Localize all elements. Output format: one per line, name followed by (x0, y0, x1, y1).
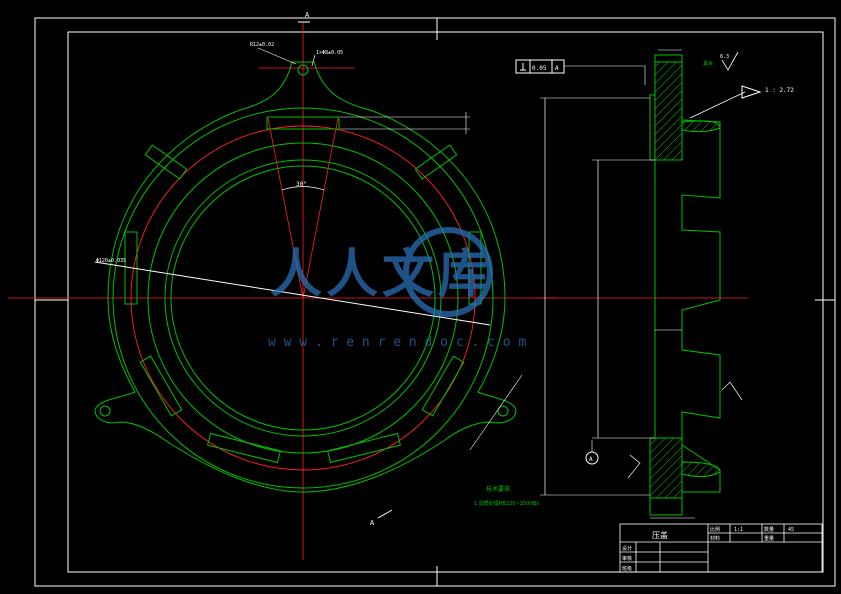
hatch-top (654, 61, 683, 161)
taper-ratio: 1 : 2.72 (765, 87, 794, 94)
tb-scale-value: 1:1 (734, 527, 743, 533)
slot-lower-right (421, 355, 465, 417)
slot-bottom-right (327, 432, 401, 464)
circle-inner-a (164, 159, 442, 437)
lug-hole-right (497, 405, 509, 417)
lug-dim-1: R12±0.02 (250, 42, 274, 48)
section-marker-top: A (305, 11, 310, 19)
surface-mark-right (721, 381, 743, 401)
tolerance-leader (564, 65, 646, 85)
tech-req-title: 技术要求 (486, 485, 510, 493)
sector-line-left (267, 117, 304, 299)
flatness-tolerance-frame: 0.05 A (515, 59, 646, 85)
surface-finish-value: 6.3 (720, 54, 729, 60)
tb-scale-label: 比例 (710, 526, 720, 533)
lug-hole-left (99, 405, 111, 417)
tb-count-label: 数量 (764, 526, 774, 533)
tb-row-label-2: 班级 (622, 565, 632, 572)
title-block (619, 523, 823, 573)
watermark: 人人文库 w w w . r e n r e n d o c . c o m (268, 227, 526, 350)
sector-line-right (302, 117, 339, 299)
circle-outer (112, 107, 494, 489)
slot-group (124, 116, 482, 464)
sheet-outer-border (34, 17, 836, 587)
tol-datum-cell (551, 59, 565, 74)
circle-inner-b (170, 165, 436, 431)
datum-circle-label: A (589, 456, 593, 463)
lug-hole-top (297, 64, 309, 76)
slot-left (124, 231, 138, 305)
taper-leader (689, 91, 746, 119)
taper-arrow-icon (741, 85, 762, 99)
tb-material-label: 材料 (710, 535, 720, 542)
watermark-logo-ring (403, 227, 493, 317)
diameter-dimension-line (94, 261, 491, 326)
diameter-dimension-text: Φ120±0.035 (96, 258, 126, 264)
title-block-frame (619, 523, 823, 573)
bolt-circle (130, 125, 476, 471)
section-marker-bottom: A (370, 519, 375, 527)
surface-mark-bottom (627, 454, 641, 479)
front-view: 30° Φ120±0.035 R12±0.02 1×Φ8±0.05 A A (8, 11, 555, 560)
tb-row-label-1: 审核 (622, 555, 632, 562)
tech-req-line1: 1.调质处理HB220~250HBs (474, 500, 539, 507)
hatch-bottom (649, 437, 683, 499)
tb-weight-label: 重量 (764, 535, 774, 542)
slot-bottom-left (207, 432, 281, 464)
hatch-lip-top (681, 120, 721, 133)
tb-material-value: 45 (788, 527, 794, 533)
surface-finish-icon (721, 51, 739, 71)
slot-upper-right (414, 144, 458, 180)
lug-leader-2 (311, 54, 316, 67)
flange-outer-contour (94, 61, 517, 493)
section-outline (649, 54, 721, 516)
tolerance-value: 0.05 (532, 65, 547, 72)
lug-dim-2: 1×Φ8±0.05 (316, 50, 343, 56)
surface-finish-note: 其余 (703, 60, 713, 67)
tolerance-datum: A (555, 65, 559, 72)
watermark-logo-text: 人人文库 (270, 244, 494, 305)
watermark-url: w w w . r e n r e n d o c . c o m (268, 335, 526, 350)
slot-lower-left (139, 355, 183, 417)
hatch-lip-bottom (681, 461, 721, 478)
cut-line (469, 374, 523, 451)
angle-arc (281, 186, 325, 191)
lug-leader-1 (257, 47, 297, 65)
section-arrow-bottom (377, 509, 393, 519)
slot-top (266, 116, 340, 130)
part-name: 压盖 (652, 530, 668, 540)
tb-row-label-0: 设计 (622, 545, 632, 552)
angle-label: 30° (296, 181, 307, 188)
datum-circle-icon (585, 451, 599, 465)
section-view: 0.05 A 6.3 其余 1 : 2.72 A (515, 49, 794, 519)
slot-upper-left (144, 144, 188, 180)
sheet-inner-border (67, 31, 824, 573)
circle-mid (147, 142, 459, 454)
